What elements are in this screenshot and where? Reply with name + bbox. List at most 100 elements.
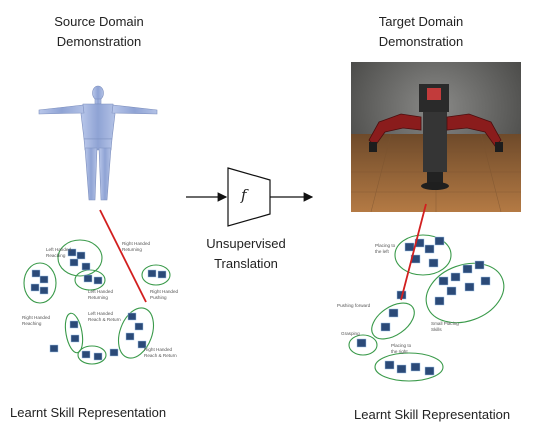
thumbnail [81, 262, 91, 271]
target-cluster-label: the left [375, 249, 390, 254]
source-cluster-label: Reaching [46, 253, 66, 258]
thumbnail [69, 258, 79, 267]
source-cluster-label: Left Handed [88, 289, 113, 294]
translation-label-line2: Translation [214, 256, 278, 271]
thumbnail [67, 248, 77, 257]
cluster-outline [64, 312, 84, 354]
target-cluster-label: Grasping [341, 331, 360, 336]
thumbnail [410, 362, 421, 372]
source-link-line [99, 209, 147, 303]
source-cluster-label: Right Handed [150, 289, 179, 294]
thumbnail [380, 322, 391, 332]
target-cluster-label: Skills [431, 327, 442, 332]
target-cluster-label: Small Placing [431, 321, 459, 326]
thumbnail [76, 251, 86, 260]
thumbnail [31, 269, 41, 278]
thumbnail [464, 282, 475, 292]
thumbnail [462, 264, 473, 274]
cluster-outline [425, 262, 505, 324]
cluster-outline [348, 334, 378, 356]
target-title-line2: Demonstration [378, 34, 464, 49]
thumbnail [127, 312, 137, 321]
thumbnail [474, 260, 485, 270]
source-cluster-label: Reaching [22, 321, 42, 326]
thumbnail [49, 344, 59, 353]
target-title-line1: Target Domain [378, 14, 464, 29]
target-link-line [400, 203, 427, 301]
cluster-outline [117, 307, 155, 359]
translation-label-line1: Unsupervised [206, 236, 286, 251]
function-symbol: f [241, 186, 247, 204]
thumbnail [396, 364, 407, 374]
thumbnail [424, 244, 435, 254]
thumbnail [93, 276, 103, 285]
thumbnail [39, 286, 49, 295]
thumbnail [39, 275, 49, 284]
thumbnail [134, 322, 144, 331]
source-title-line2: Demonstration [56, 34, 142, 49]
cluster-outline [23, 262, 57, 304]
thumbnail [450, 272, 461, 282]
target-cluster-label: the right [391, 349, 408, 354]
thumbnail [70, 334, 80, 343]
source-cluster-label: Right Handed [22, 315, 51, 320]
svg-text:Grasping: Grasping [341, 331, 360, 336]
cluster-outline [141, 264, 171, 286]
source-cluster-label: Right Handed [122, 241, 151, 246]
thumbnail [93, 352, 103, 361]
source-cluster-label: Reach & Return [144, 353, 177, 358]
translation-label: Unsupervised Translation [182, 234, 310, 274]
translator-diagram [186, 167, 314, 227]
target-cluster-label: Placing to [375, 243, 396, 248]
thumbnail [388, 308, 399, 318]
svg-text:Pushing forward: Pushing forward [337, 303, 371, 308]
thumbnail [428, 258, 439, 268]
thumbnail [69, 320, 79, 329]
source-cluster-label: Returning [88, 295, 108, 300]
source-cluster-label: Right Handed [144, 347, 173, 352]
source-cluster-label: Reach & Return [88, 317, 121, 322]
cluster-outline [374, 352, 444, 382]
target-cluster-label: Pushing forward [337, 303, 371, 308]
source-cluster-label: Left Handed [46, 247, 71, 252]
source-cluster-label: Pushing [150, 295, 167, 300]
thumbnail [125, 332, 135, 341]
thumbnail [137, 340, 147, 349]
target-footer: Learnt Skill Representation [354, 407, 511, 422]
thumbnail [157, 270, 167, 279]
target-cluster-label: Placing to [391, 343, 412, 348]
thumbnail [424, 366, 435, 376]
thumbnail [480, 276, 491, 286]
robot-scene-icon [351, 62, 521, 212]
thumbnail [438, 276, 449, 286]
source-title-line1: Source Domain [54, 14, 144, 29]
thumbnail [384, 360, 395, 370]
target-title: Target Domain Demonstration [322, 12, 520, 52]
thumbnail [30, 283, 40, 292]
human-figure-icon [38, 85, 158, 201]
source-title: Source Domain Demonstration [0, 12, 198, 52]
thumbnail [147, 269, 157, 278]
cluster-outline [77, 345, 107, 365]
thumbnail [446, 286, 457, 296]
cluster-outline [394, 234, 452, 276]
cluster-outline [371, 302, 415, 340]
source-cluster-label: Returning [122, 247, 142, 252]
translator-trapezoid-icon [227, 167, 271, 227]
thumbnail [356, 338, 367, 348]
source-cluster-label: Left Handed [88, 311, 113, 316]
thumbnail [81, 350, 91, 359]
